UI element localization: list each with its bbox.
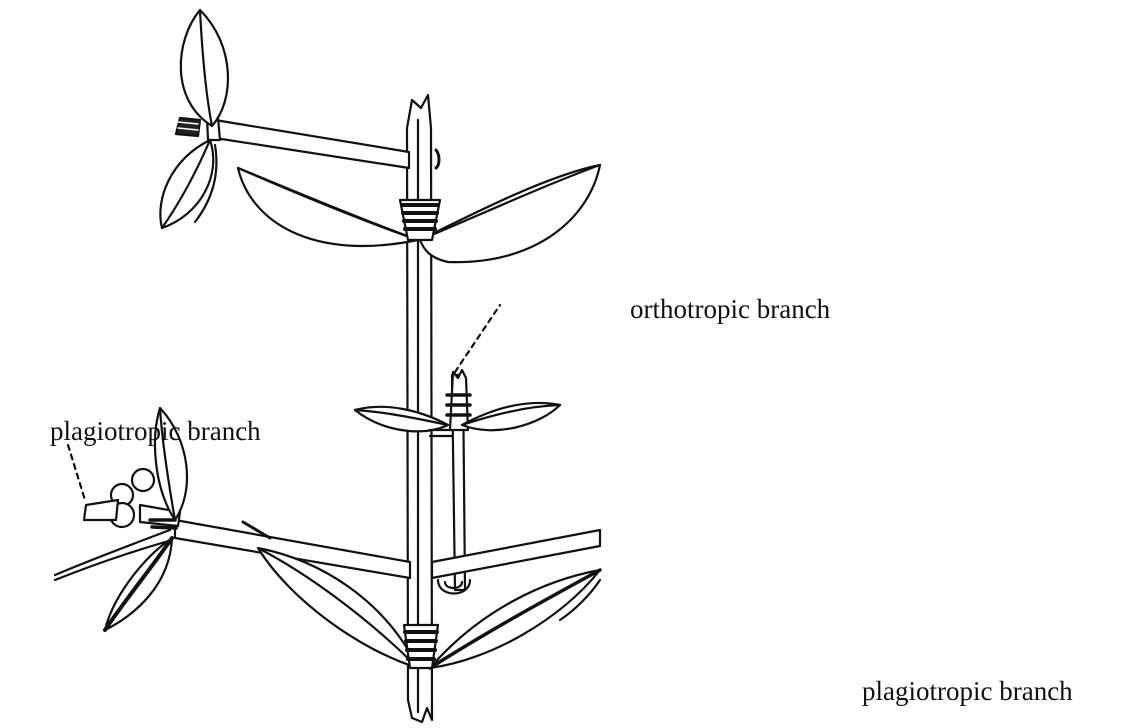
upper-branch-leaf-top [181, 10, 228, 126]
orthotropic-branch-label: orthotropic branch [630, 296, 830, 323]
plagiotropic-branch-label-right: plagiotropic branch [862, 678, 1073, 705]
ortho-shoot-leaf-right [462, 403, 560, 430]
lower-node-stipule [404, 625, 438, 668]
upper-branch-leaf-bottom [160, 140, 213, 228]
ortho-shoot-leaf-left [355, 407, 448, 431]
plagiotropic-branch-label-left: plagiotropic branch [50, 418, 261, 445]
lower-branch-left [55, 520, 410, 580]
upper-node-leaf-left [238, 168, 418, 246]
upper-node-leaf-right [420, 165, 600, 262]
